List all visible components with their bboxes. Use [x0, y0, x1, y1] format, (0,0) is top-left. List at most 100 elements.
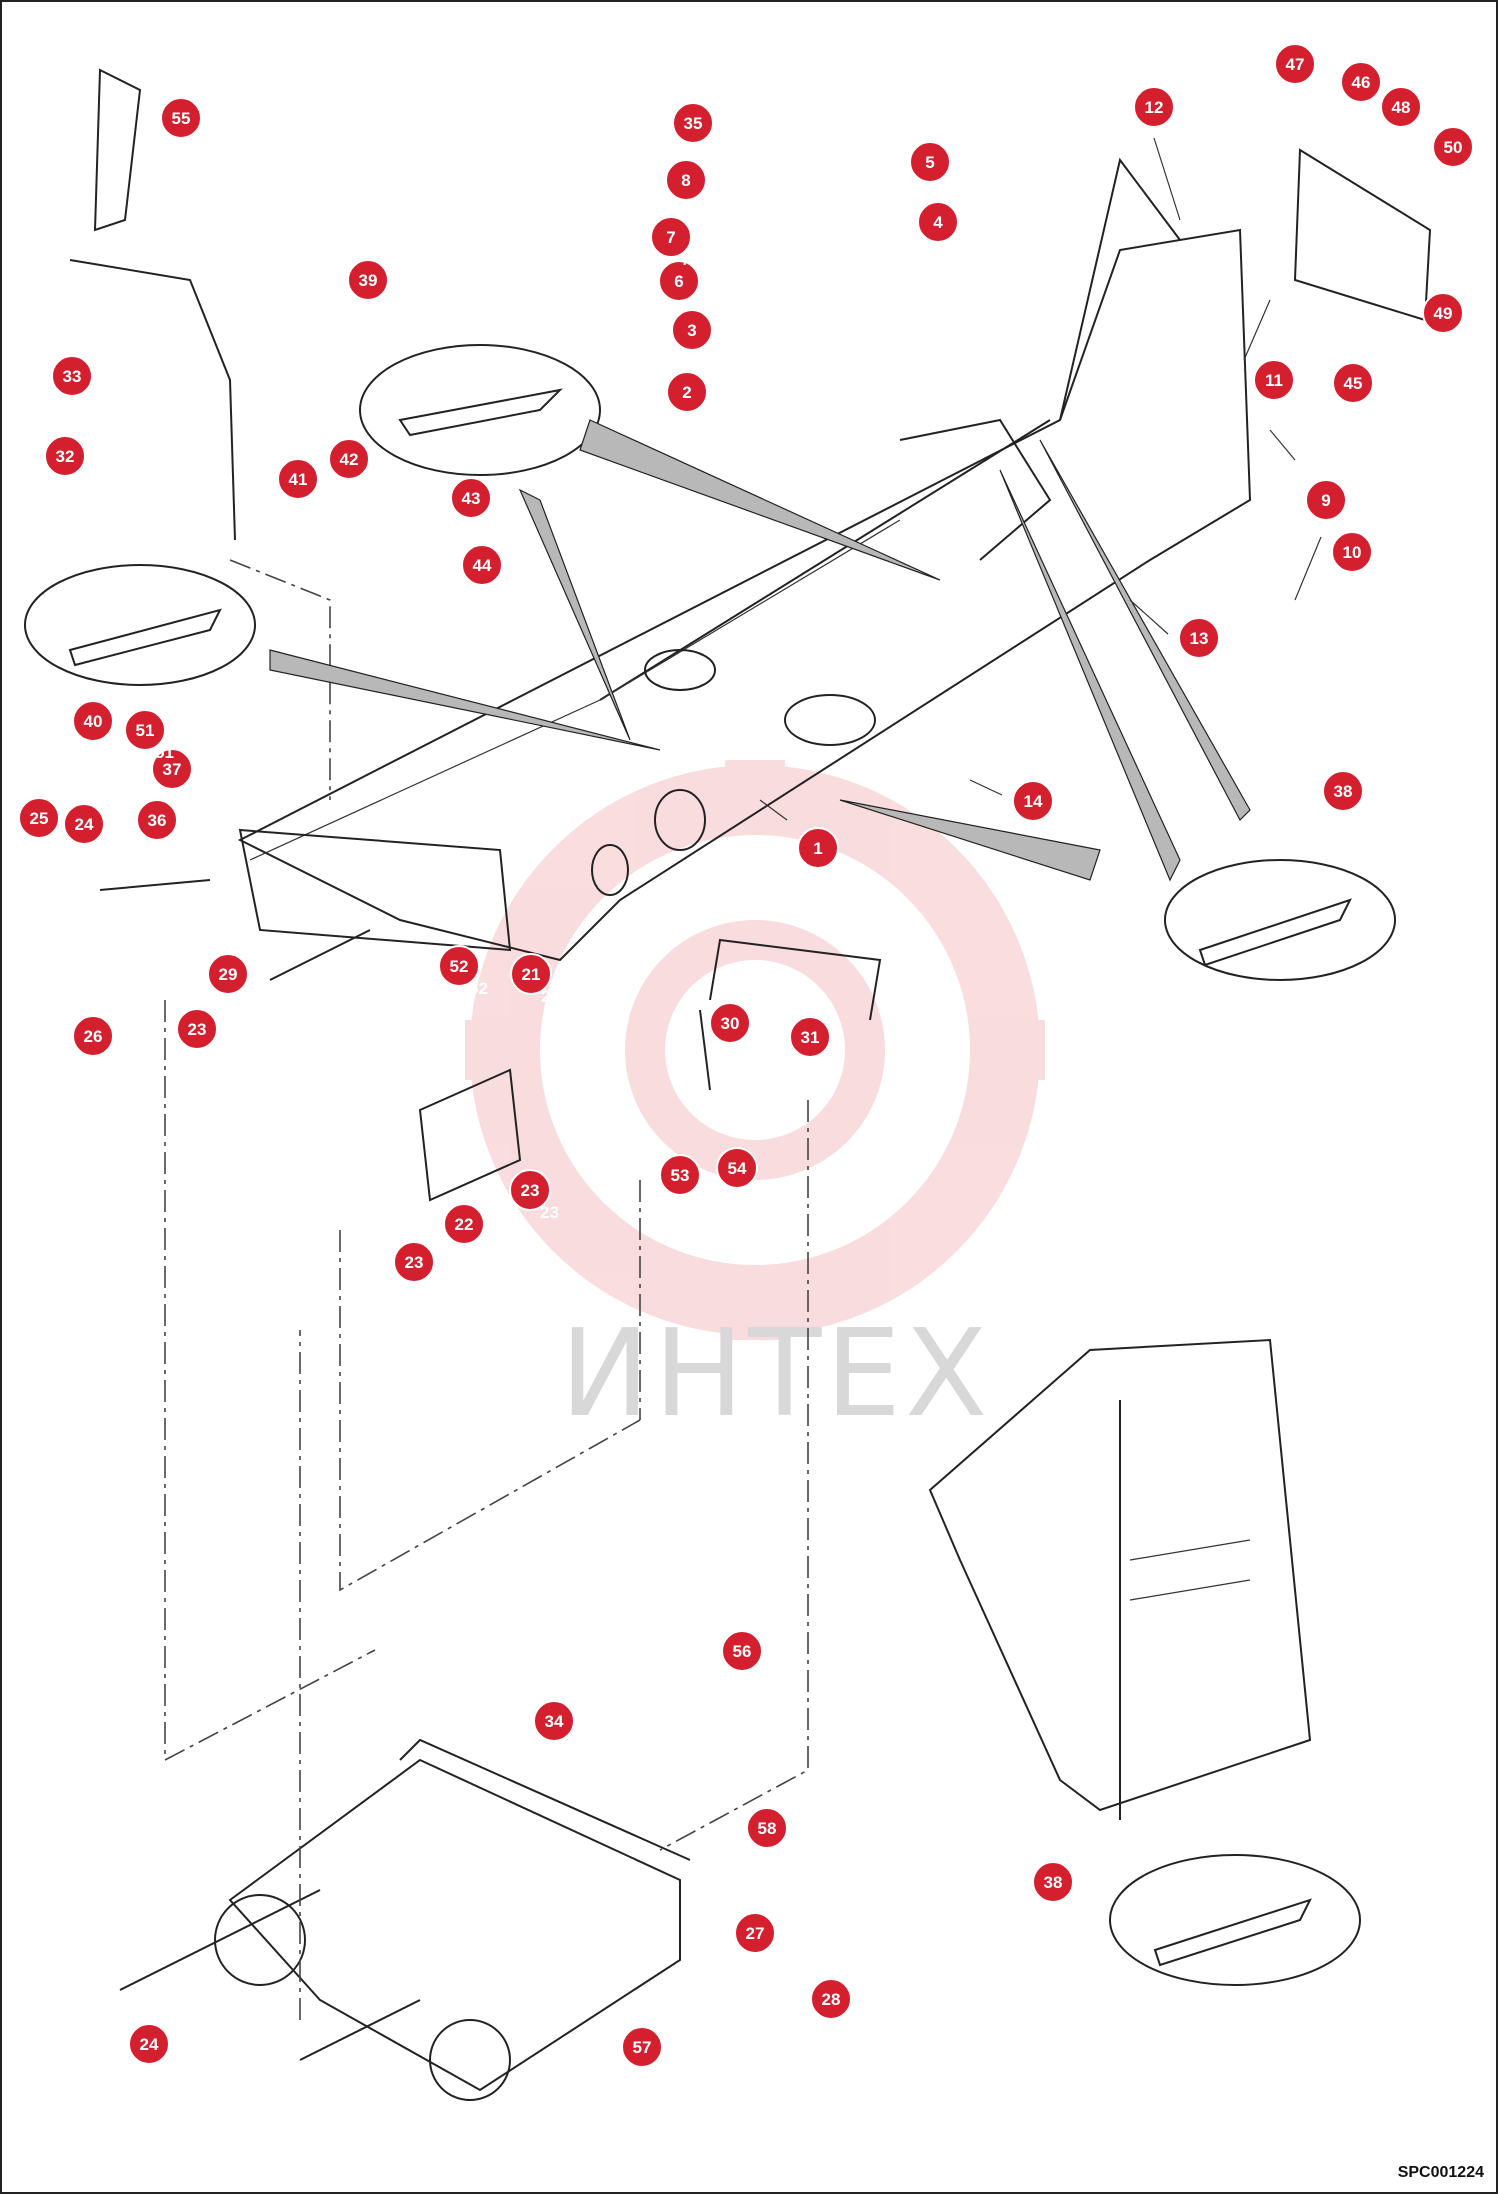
callout-46: 4646 [1340, 61, 1390, 114]
callout-circle [277, 458, 319, 500]
callout-circle [510, 953, 552, 995]
part-number-label: 36 [167, 833, 186, 852]
callout-circle [709, 1002, 751, 1044]
callout-number: 41 [289, 470, 308, 489]
callout-circle [443, 1203, 485, 1245]
part-number-label: 45 [1363, 396, 1382, 415]
watermark-text: ИНТЕХ [560, 1305, 991, 1444]
callout-number: 26 [84, 1027, 103, 1046]
detail-inset [928, 1338, 1312, 1820]
callout-number: 31 [801, 1028, 820, 1047]
part-number-label: 28 [841, 2012, 860, 2031]
callout-circle [909, 141, 951, 183]
callout-number: 28 [822, 1990, 841, 2009]
callout-circle [666, 371, 708, 413]
callout-circle [136, 799, 178, 841]
callout-8: 88 [665, 159, 707, 212]
callout-number: 10 [1343, 543, 1362, 562]
part-number-label: 56 [752, 1664, 771, 1683]
callout-circle [393, 1241, 435, 1283]
callout-number: 23 [188, 1020, 207, 1039]
callout-number: 7 [666, 228, 675, 247]
part-number-label: 23 [540, 1203, 559, 1222]
part-number-label: 24 [159, 2057, 178, 2076]
part-number-label: 42 [359, 472, 378, 491]
callout-circle [665, 159, 707, 201]
callout-circle [44, 435, 86, 477]
callout-number: 8 [681, 171, 690, 190]
callout-number: 21 [522, 965, 541, 984]
callout-number: 48 [1392, 98, 1411, 117]
main-frame-part-1 [237, 157, 1252, 962]
part-number-label: 6 [689, 294, 698, 313]
callout-number: 58 [758, 1819, 777, 1838]
callout-number: 53 [671, 1166, 690, 1185]
callout-circle [721, 1630, 763, 1672]
callout-circle [533, 1700, 575, 1742]
callout-circle [1332, 362, 1374, 404]
callout-number: 45 [1344, 374, 1363, 393]
callout-number: 38 [1334, 782, 1353, 801]
drawing-code: SPC001224 [1397, 2164, 1484, 2181]
callout-circle [672, 102, 714, 144]
callout-circle [176, 1008, 218, 1050]
callout-circle [650, 216, 692, 258]
callout-5: 55 [909, 141, 951, 194]
callout-number: 23 [521, 1181, 540, 1200]
callout-circle [789, 1016, 831, 1058]
callout-circle [438, 945, 480, 987]
part-number-label: 31 [820, 1050, 839, 1069]
callout-circle [621, 2026, 663, 2068]
callout-number: 57 [633, 2038, 652, 2057]
part-number-label: 8 [696, 193, 705, 212]
callout-number: 5 [925, 153, 934, 172]
callout-number: 4 [933, 213, 943, 232]
part-number-label: 35 [703, 136, 722, 155]
part-number-label: 7 [681, 250, 690, 269]
part-number-label: 21 [541, 987, 560, 1006]
callout-number: 54 [728, 1159, 747, 1178]
part-number-label: 52 [469, 979, 488, 998]
part-number-label: 40 [103, 734, 122, 753]
part-number-label: 4 [948, 235, 958, 254]
part-number-label: 55 [191, 131, 210, 150]
callout-number: 46 [1352, 73, 1371, 92]
callout-number: 35 [684, 114, 703, 133]
callout-number: 36 [148, 811, 167, 830]
callout-number: 55 [172, 109, 191, 128]
callout-number: 2 [682, 383, 691, 402]
part-number-label: 10 [1362, 565, 1381, 584]
callout-circle [1422, 292, 1464, 334]
callout-circle [151, 748, 193, 790]
callout-4: 44 [917, 201, 959, 254]
assembly-dash-lines [164, 559, 809, 2020]
part-number-label: 2 [697, 405, 706, 424]
callout-number: 6 [674, 272, 683, 291]
